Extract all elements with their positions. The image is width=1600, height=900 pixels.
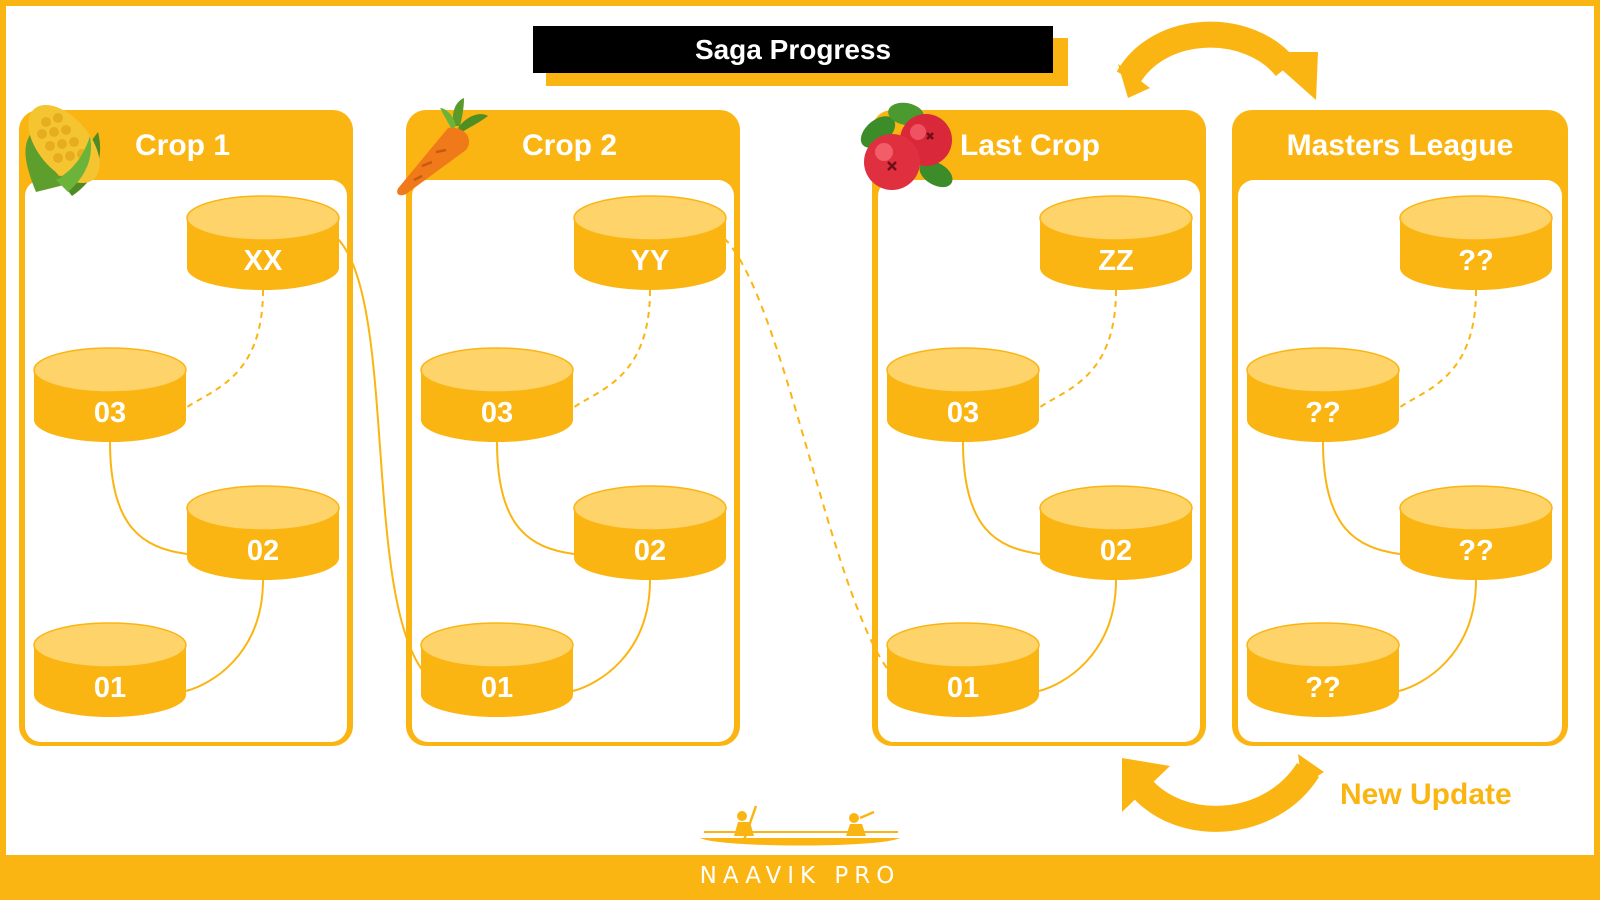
level-node: YY — [573, 195, 727, 290]
connector — [496, 441, 575, 555]
level-label: 02 — [1100, 535, 1132, 567]
level-label: ?? — [1458, 535, 1493, 567]
connector — [1398, 579, 1477, 692]
connector — [1398, 289, 1477, 409]
cycle-arrow-bottom-icon — [1122, 754, 1324, 832]
level-label: 02 — [634, 535, 666, 567]
level-node: 01 — [420, 622, 574, 717]
connector — [572, 579, 651, 692]
page-title: Saga Progress — [533, 26, 1053, 73]
connector — [1038, 579, 1117, 692]
level-node: ZZ — [1039, 195, 1193, 290]
level-label: ?? — [1305, 672, 1340, 704]
level-label: 02 — [247, 535, 279, 567]
level-node: ?? — [1246, 347, 1400, 442]
level-node: 02 — [186, 485, 340, 580]
level-label: 01 — [947, 672, 979, 704]
connector — [109, 441, 188, 555]
level-label: 01 — [94, 672, 126, 704]
level-label: 03 — [947, 397, 979, 429]
level-node: 03 — [886, 347, 1040, 442]
level-label: 03 — [94, 397, 126, 429]
level-label: YY — [631, 245, 670, 277]
panel-title-crop-1: Crop 1 — [135, 129, 231, 162]
level-label: XX — [244, 245, 283, 277]
cross-panel-connector — [336, 237, 424, 672]
canoe-logo — [700, 805, 900, 846]
level-label: ?? — [1458, 245, 1493, 277]
berries-icon — [860, 102, 953, 190]
level-node: 01 — [33, 622, 187, 717]
level-label: ?? — [1305, 397, 1340, 429]
level-label: 01 — [481, 672, 513, 704]
level-node: 03 — [420, 347, 574, 442]
connector — [572, 289, 651, 409]
panel-title-masters-league: Masters League — [1286, 129, 1514, 162]
level-label: 03 — [481, 397, 513, 429]
level-node: 03 — [33, 347, 187, 442]
connector — [185, 579, 264, 692]
corn-icon — [25, 104, 101, 196]
level-node: 02 — [573, 485, 727, 580]
carrot-icon — [397, 98, 488, 196]
level-label: ZZ — [1098, 245, 1133, 277]
level-node: XX — [186, 195, 340, 290]
cross-panel-connector — [723, 237, 890, 672]
level-node: ?? — [1399, 485, 1553, 580]
level-node: 02 — [1039, 485, 1193, 580]
level-node: ?? — [1399, 195, 1553, 290]
footer-bar — [0, 855, 1600, 900]
connector — [185, 289, 264, 409]
connector — [1038, 289, 1117, 409]
new-update-label: New Update — [1340, 778, 1512, 811]
connector — [1322, 441, 1401, 555]
footer-brand: NAAVIK PRO — [699, 863, 901, 889]
level-node: 01 — [886, 622, 1040, 717]
panel-title-last-crop: Last Crop — [960, 129, 1101, 162]
level-node: ?? — [1246, 622, 1400, 717]
cycle-arrow-top-icon — [1116, 21, 1318, 100]
panel-title-crop-2: Crop 2 — [522, 129, 618, 162]
connector — [962, 441, 1041, 555]
